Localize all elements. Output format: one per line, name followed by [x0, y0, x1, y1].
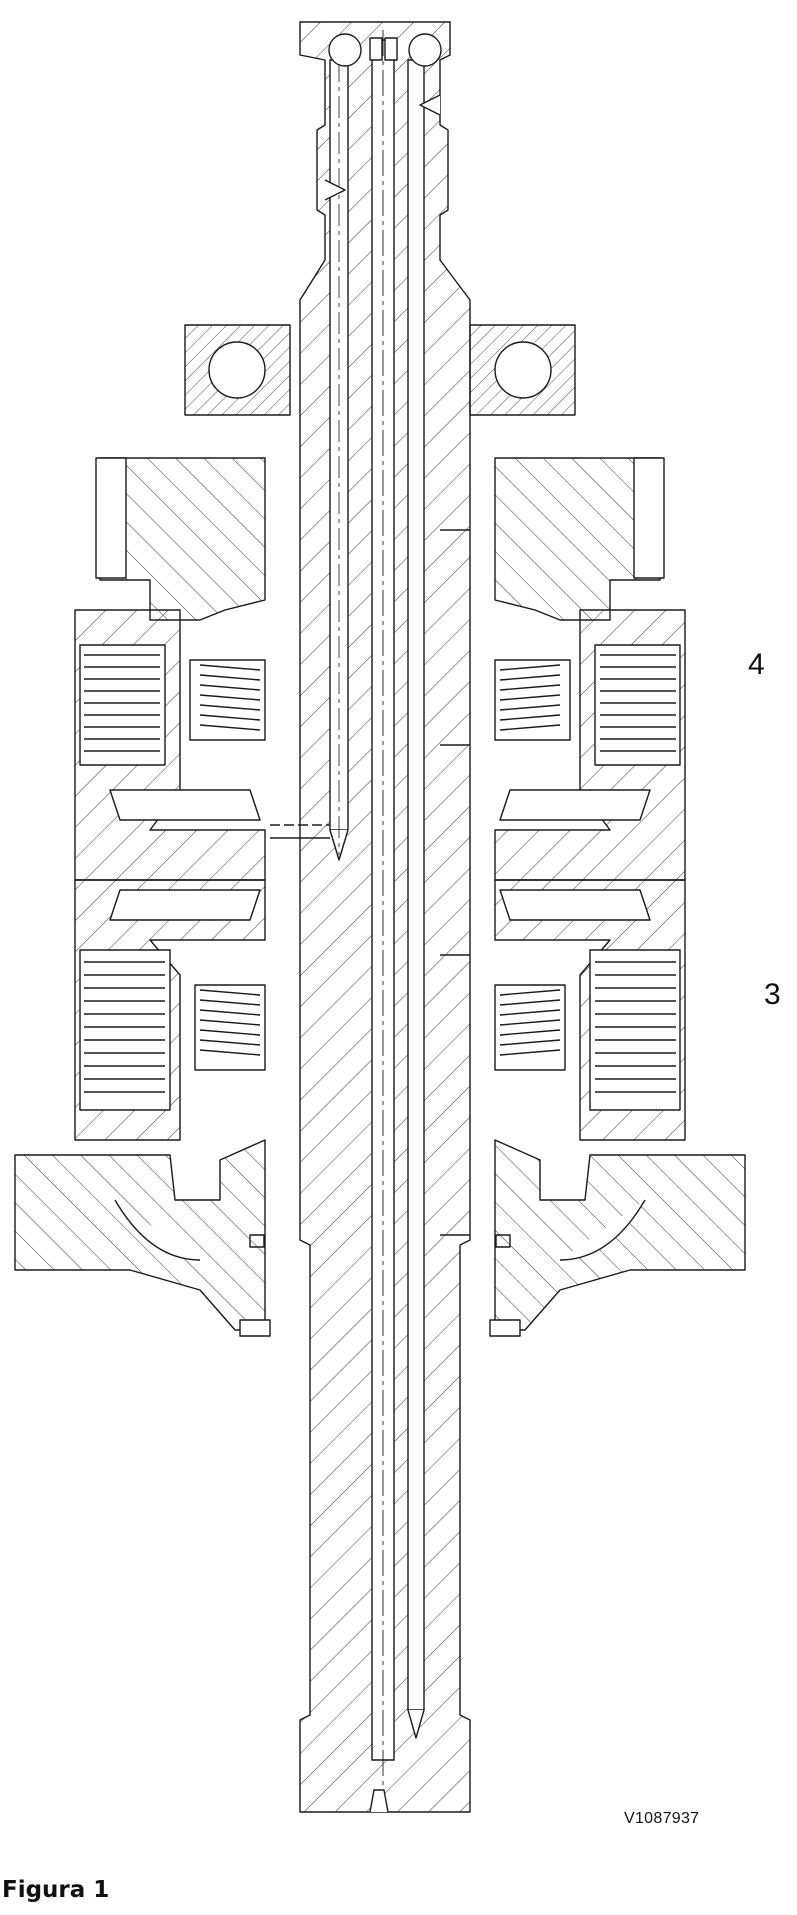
- callout-label-3: 3: [764, 978, 781, 1011]
- callout-label-4: 4: [748, 648, 765, 681]
- clutch-plates-right-4: [594, 644, 681, 766]
- figure-caption: Figura 1: [2, 1877, 110, 1903]
- clutch-plates-right-3: [589, 949, 681, 1111]
- lower-gear-left: [14, 1139, 266, 1331]
- top-bearing-right: [469, 324, 576, 416]
- lower-gear-right: [494, 1139, 746, 1331]
- upper-gear-right: [494, 457, 665, 621]
- clutch-plates-left-4: [79, 644, 166, 766]
- piston-upper: [109, 789, 651, 821]
- spring-pack-left-3: [194, 984, 266, 1071]
- upper-gear-left: [95, 457, 266, 621]
- main-shaft: [270, 21, 471, 1813]
- spring-pack-left-4: [189, 659, 266, 741]
- piston-lower: [109, 889, 651, 921]
- lower-seals: [239, 1234, 521, 1337]
- clutch-plates-left-3: [79, 949, 171, 1111]
- spring-pack-right-4: [494, 659, 571, 741]
- drawing-reference-number: V1087937: [624, 1810, 700, 1827]
- spring-pack-right-3: [494, 984, 566, 1071]
- top-bearing-left: [184, 324, 291, 416]
